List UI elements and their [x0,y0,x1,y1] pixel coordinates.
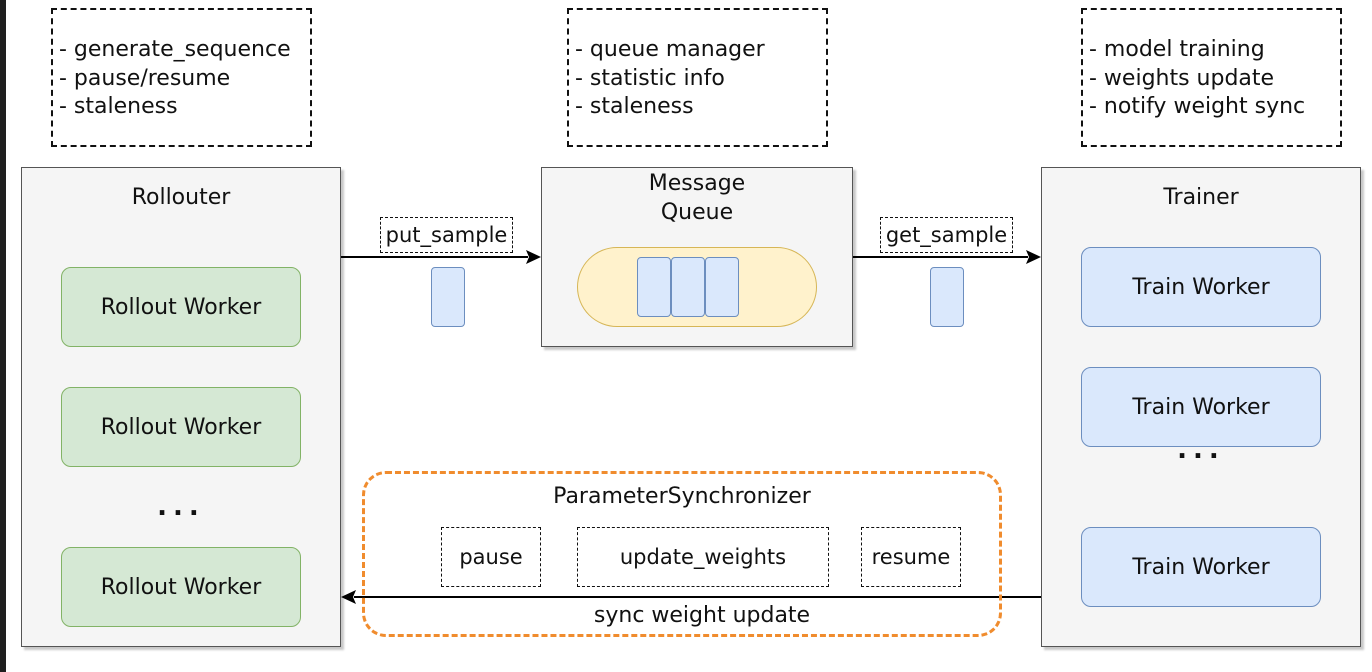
rollout-worker: Rollout Worker [61,387,301,467]
parameter-synchronizer-frame [362,471,1002,637]
in-transit-sample [930,267,964,327]
trainer-title: Trainer [1163,185,1239,210]
rollouter-note-line: - staleness [59,94,178,119]
rollout-worker: Rollout Worker [61,547,301,627]
queue-title-line1: Message [648,171,746,196]
trainer-note-line: - notify weight sync [1089,94,1306,119]
queue-note-line: - staleness [575,94,694,119]
get-sample-arrowhead [1026,250,1041,264]
pause-step: pause [441,527,541,587]
trainer-notes: - model training - weights update - noti… [1081,8,1342,147]
rollout-worker: Rollout Worker [61,267,301,347]
rollouter-note-line: - pause/resume [59,65,231,91]
resume-step: resume [861,527,961,587]
queue-title-line2: Queue [660,200,734,225]
get-sample-label: get_sample [880,217,1013,253]
rollout-ellipsis: ... [157,492,205,522]
queue-note-line: - queue manager [575,37,765,62]
put-sample-label: put_sample [380,217,513,253]
trainer-note-line: - weights update [1089,65,1275,91]
in-transit-sample [431,267,465,327]
train-worker: Train Worker [1081,247,1321,327]
queued-sample [671,257,705,317]
synchronizer-title: ParameterSynchronizer [553,484,811,509]
sync-weight-arrowhead [341,590,356,604]
window-edge [0,0,6,672]
trainer-note-line: - model training [1089,37,1265,62]
queued-sample [637,257,671,317]
sync-weight-label: sync weight update [593,603,811,628]
queued-sample [705,257,739,317]
rollouter-note-line: - generate_sequence [59,37,291,62]
train-worker: Train Worker [1081,367,1321,447]
put-sample-arrowhead [526,250,541,264]
rollouter-title: Rollouter [131,185,231,210]
update-weights-step: update_weights [577,527,829,587]
queue-note-line: - statistic info [575,65,725,91]
queue-notes: - queue manager - statistic info - stale… [567,8,828,147]
train-worker: Train Worker [1081,527,1321,607]
train-ellipsis: ... [1177,435,1225,465]
rollouter-notes: - generate_sequence - pause/resume - sta… [51,8,312,147]
